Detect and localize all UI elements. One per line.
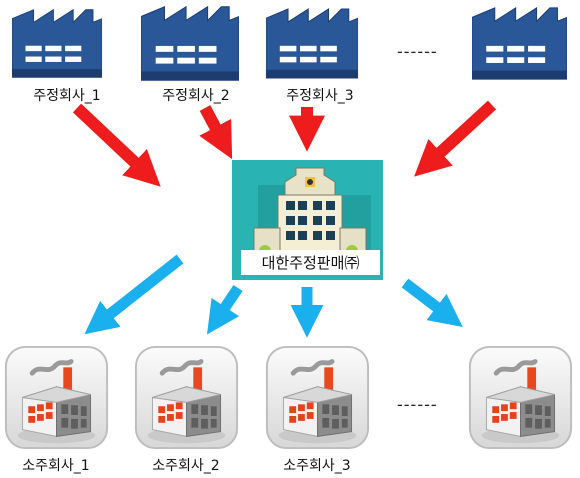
consumer-3-distillery-icon <box>267 347 368 448</box>
consumer-ellipsis: ------ <box>397 395 438 414</box>
consumer-3-label: 소주회사_3 <box>283 458 351 474</box>
supplier-3-factory-icon <box>266 8 358 79</box>
supplier-1-factory-icon <box>12 9 102 78</box>
supplier-1-label: 주정회사_1 <box>33 88 101 104</box>
supply-arrow-1 <box>72 103 161 187</box>
distribute-arrow-1 <box>84 254 184 335</box>
supplier-ellipsis: ------ <box>397 42 438 61</box>
consumer-2-label: 소주회사_2 <box>152 458 220 474</box>
supply-arrow-4 <box>414 100 497 177</box>
consumer-1-distillery-icon <box>6 347 107 448</box>
supply-arrow-2 <box>199 105 233 160</box>
supplier-3-label: 주정회사_3 <box>286 88 354 104</box>
supplier-2-factory-icon <box>141 6 239 81</box>
distribute-arrow-2 <box>207 284 243 335</box>
center-label: 대한주정판매㈜ <box>261 254 360 272</box>
supplier-4-factory-icon <box>472 7 567 80</box>
supplier-2-label: 주정회사_2 <box>162 88 230 104</box>
consumer-1-label: 소주회사_1 <box>22 458 90 474</box>
distribute-arrow-4 <box>401 278 463 327</box>
consumer-2-distillery-icon <box>136 347 237 448</box>
center-office-building-icon <box>232 160 383 280</box>
consumer-4-distillery-icon <box>470 347 571 448</box>
